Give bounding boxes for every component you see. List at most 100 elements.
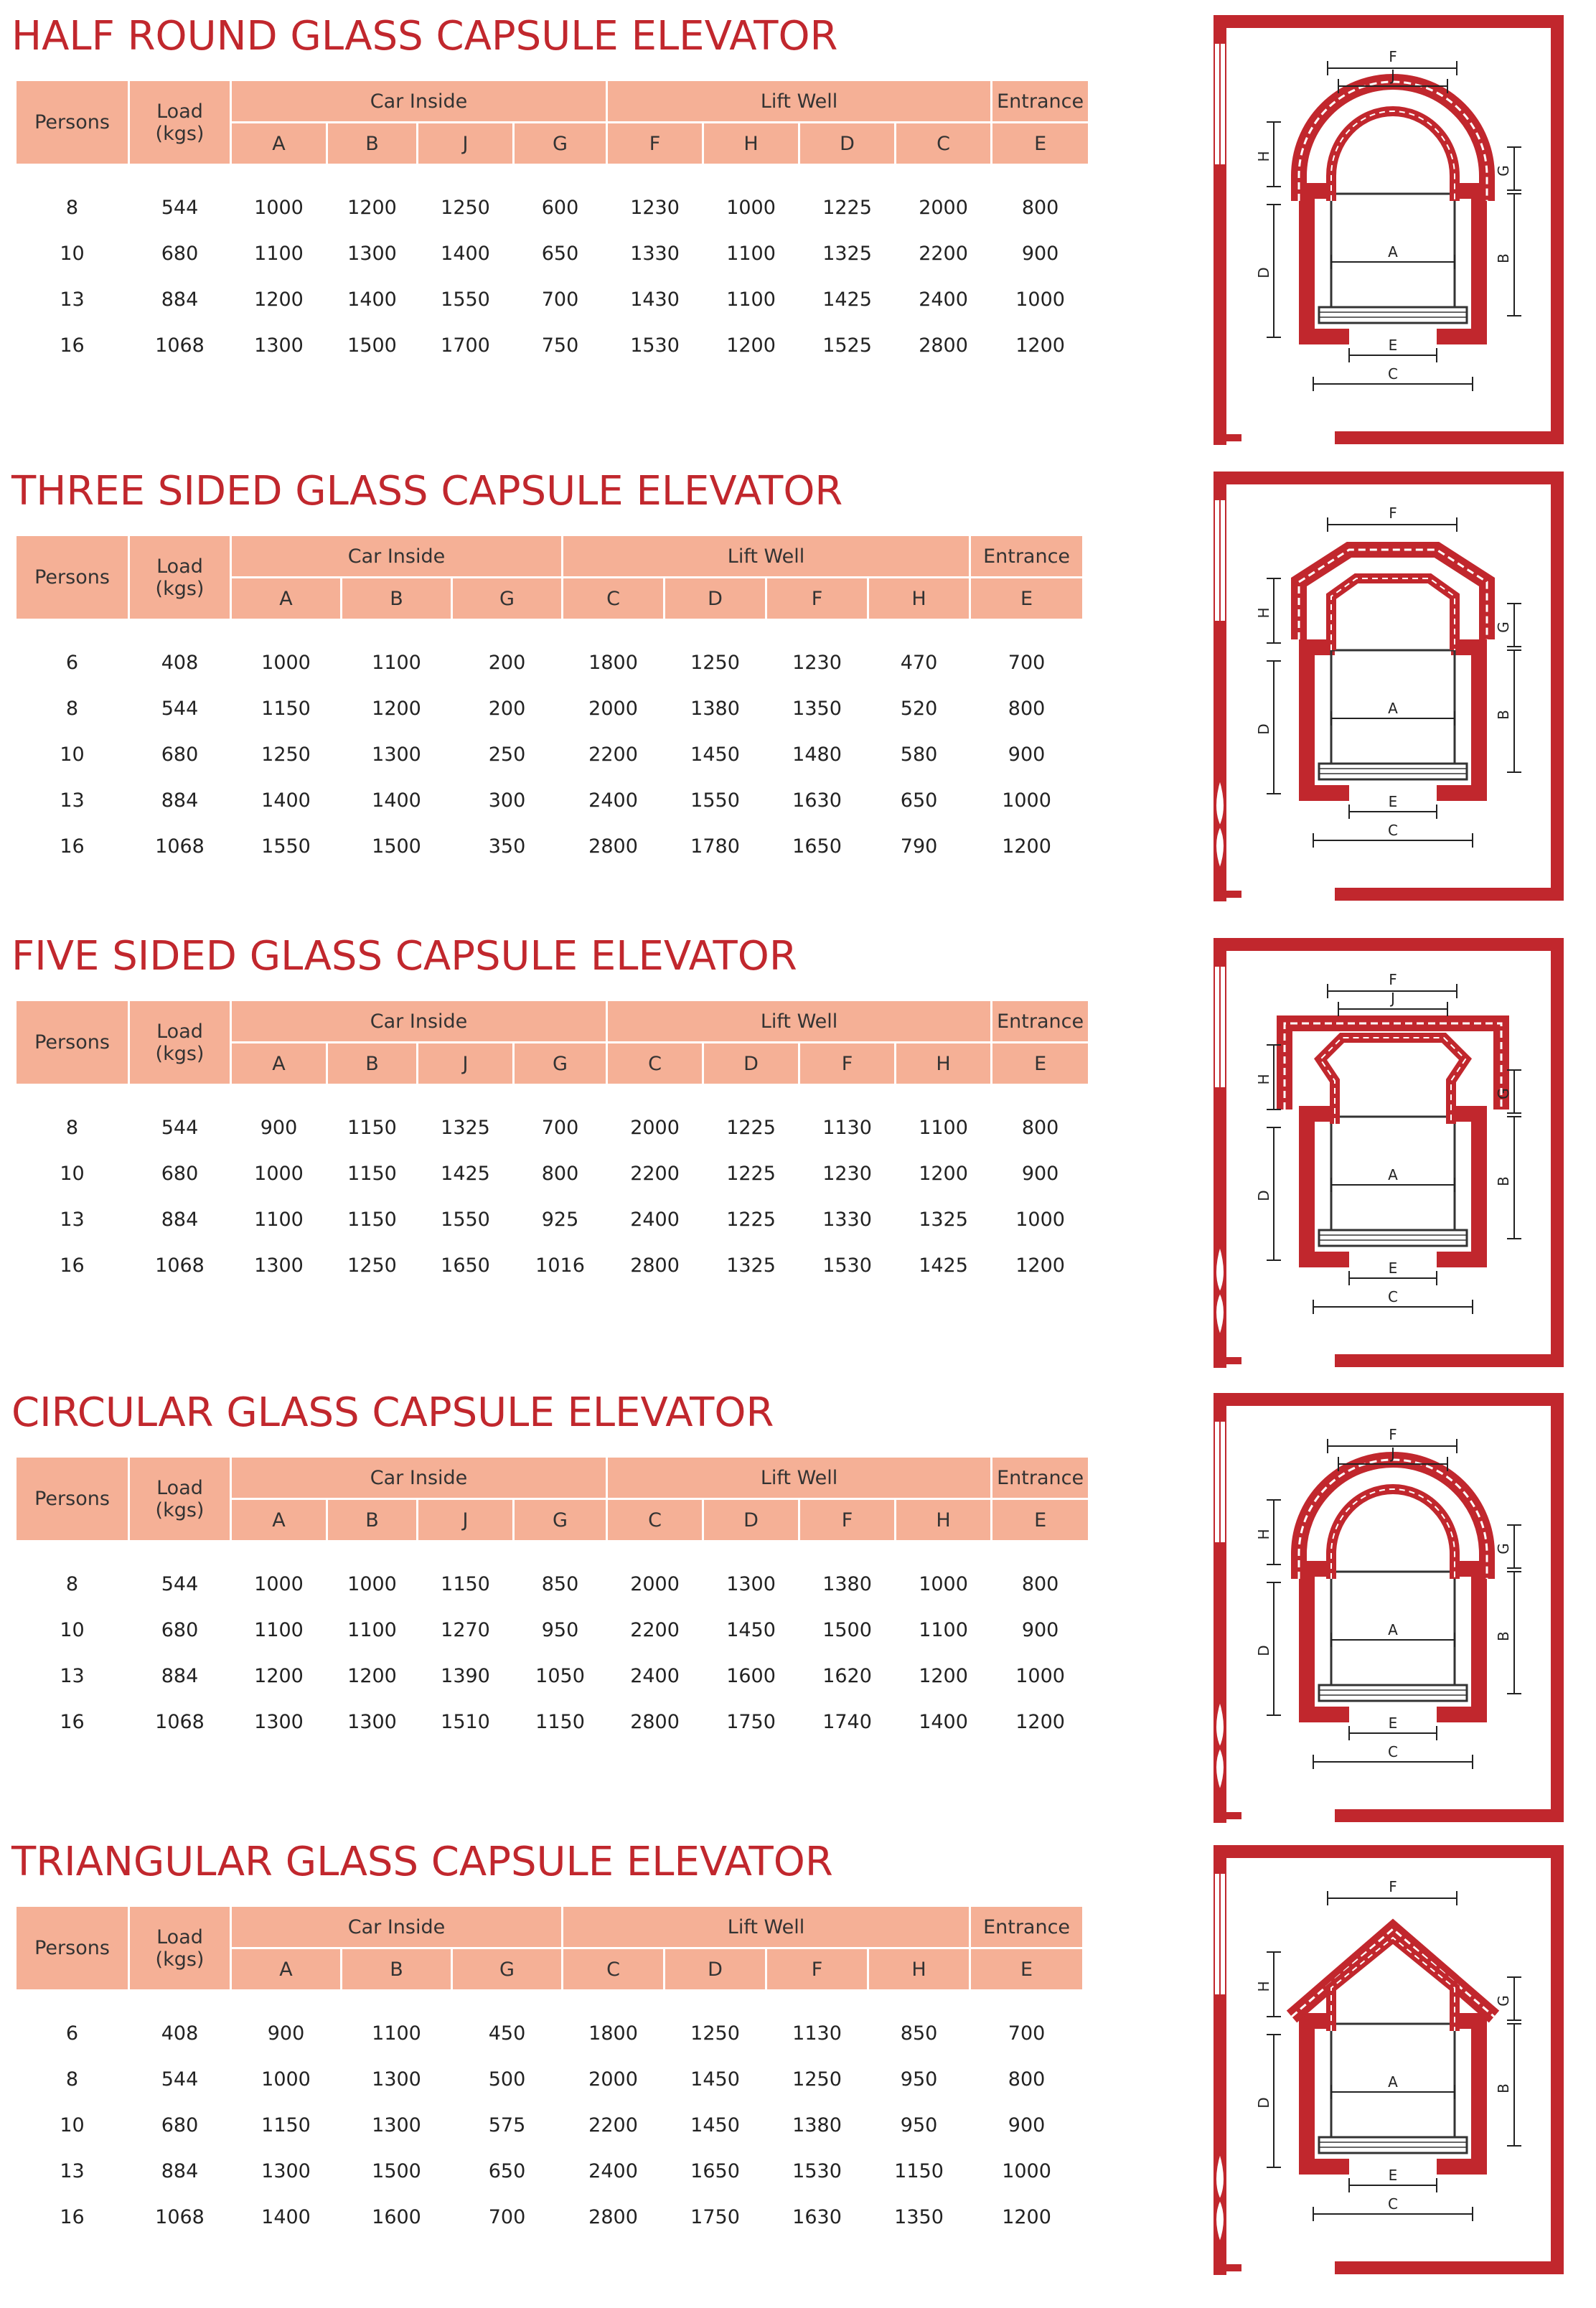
table-cell: 1200 <box>919 1664 968 1687</box>
table-cell: 1000 <box>254 1572 304 1595</box>
car-wall-left <box>1299 1565 1315 1719</box>
table-cell: 1200 <box>1002 835 1051 858</box>
table-cell: 680 <box>161 242 199 265</box>
table-cell: 1150 <box>441 1572 490 1595</box>
table-cell: 16 <box>60 1710 85 1733</box>
table-cell: 1000 <box>919 1572 968 1595</box>
table-cell: 800 <box>1008 697 1046 720</box>
table-cell: 790 <box>900 835 938 858</box>
table-cell: 2800 <box>588 835 638 858</box>
table-cell: 2400 <box>630 1208 680 1231</box>
table-cell: 800 <box>1008 2068 1046 2091</box>
table-cell: 1750 <box>690 2205 740 2228</box>
section-title: FIVE SIDED GLASS CAPSULE ELEVATOR <box>11 933 797 980</box>
table-cell: 544 <box>161 2068 199 2091</box>
header-dim: F <box>765 576 870 621</box>
table-cell: 850 <box>541 1572 579 1595</box>
header-car-inside: Car Inside <box>229 79 609 123</box>
dimension-label: H <box>1255 607 1272 618</box>
table-cell: 680 <box>161 743 199 766</box>
table-cell: 1300 <box>261 2159 311 2182</box>
dimension-label: G <box>1495 621 1512 633</box>
header-dim: D <box>702 1041 801 1086</box>
table-cell: 8 <box>65 1116 79 1139</box>
table-cell: 10 <box>60 2114 85 2136</box>
glass-capsule-dash <box>1330 578 1455 650</box>
table-cell: 1400 <box>441 242 490 265</box>
car-corner-left <box>1299 1561 1335 1577</box>
table-cell: 900 <box>1008 743 1046 766</box>
table-cell: 2800 <box>630 1710 680 1733</box>
section-title: HALF ROUND GLASS CAPSULE ELEVATOR <box>11 13 838 60</box>
table-cell: 1000 <box>254 1162 304 1185</box>
header-dim: J <box>416 1041 515 1086</box>
header-dim: A <box>230 121 328 166</box>
table-cell: 1100 <box>372 2022 421 2045</box>
table-cell: 1200 <box>254 1664 304 1687</box>
window-fan <box>1215 777 1225 872</box>
table-cell: 650 <box>541 242 579 265</box>
table-cell: 680 <box>161 2114 199 2136</box>
car-corner-right <box>1451 2013 1487 2029</box>
table-cell: 1130 <box>792 2022 842 2045</box>
table-cell: 1450 <box>690 2114 740 2136</box>
table-cell: 2200 <box>919 242 968 265</box>
header-dim: A <box>230 1498 328 1542</box>
table-cell: 1225 <box>726 1116 776 1139</box>
header-dim: G <box>450 576 564 621</box>
dimension-label: F <box>1389 1426 1397 1443</box>
table-cell: 16 <box>60 2205 85 2228</box>
car-wall-right <box>1471 2017 1487 2171</box>
table-cell: 680 <box>161 1162 199 1185</box>
table-cell: 1425 <box>441 1162 490 1185</box>
table-cell: 1550 <box>690 789 740 812</box>
table-cell: 1000 <box>1015 1208 1065 1231</box>
dimension-label: D <box>1255 2097 1272 2108</box>
table-cell: 16 <box>60 334 85 357</box>
table-cell: 1600 <box>726 1664 776 1687</box>
header-dim: B <box>326 121 418 166</box>
header-lift-well: Lift Well <box>606 999 993 1043</box>
table-cell: 1200 <box>347 196 397 219</box>
table-cell: 925 <box>541 1208 579 1231</box>
table-cell: 650 <box>488 2159 526 2182</box>
header-car-inside: Car Inside <box>229 1455 609 1500</box>
table-cell: 1400 <box>261 789 311 812</box>
table-cell: 1200 <box>1002 2205 1051 2228</box>
section-title: TRIANGULAR GLASS CAPSULE ELEVATOR <box>11 1839 833 1885</box>
table-cell: 750 <box>541 334 579 357</box>
table-cell: 500 <box>488 2068 526 2091</box>
car-wall-left <box>1299 2017 1315 2171</box>
table-cell: 450 <box>488 2022 526 2045</box>
table-cell: 1068 <box>155 2205 205 2228</box>
dimension-label: C <box>1388 1288 1398 1305</box>
table-cell: 1740 <box>822 1710 872 1733</box>
table-cell: 1200 <box>1015 334 1065 357</box>
table-cell: 1200 <box>372 697 421 720</box>
table-cell: 1100 <box>919 1116 968 1139</box>
dimension-label: B <box>1495 253 1512 263</box>
dimension-label: G <box>1495 1088 1512 1099</box>
table-cell: 1200 <box>1015 1710 1065 1733</box>
table-cell: 1325 <box>726 1254 776 1277</box>
dimension-label: G <box>1495 165 1512 177</box>
table-cell: 1650 <box>441 1254 490 1277</box>
table-cell: 1150 <box>894 2159 944 2182</box>
car-corner-left <box>1299 639 1335 655</box>
header-dim: D <box>702 1498 801 1542</box>
table-cell: 1300 <box>372 743 421 766</box>
dimension-label: C <box>1388 1743 1398 1760</box>
table-cell: 2000 <box>588 2068 638 2091</box>
table-cell: 1225 <box>726 1208 776 1231</box>
glass-capsule-inner <box>1313 1033 1473 1124</box>
table-cell: 900 <box>1021 242 1059 265</box>
table-cell: 1100 <box>254 1618 304 1641</box>
header-dim: E <box>969 576 1085 621</box>
table-cell: 1400 <box>261 2205 311 2228</box>
